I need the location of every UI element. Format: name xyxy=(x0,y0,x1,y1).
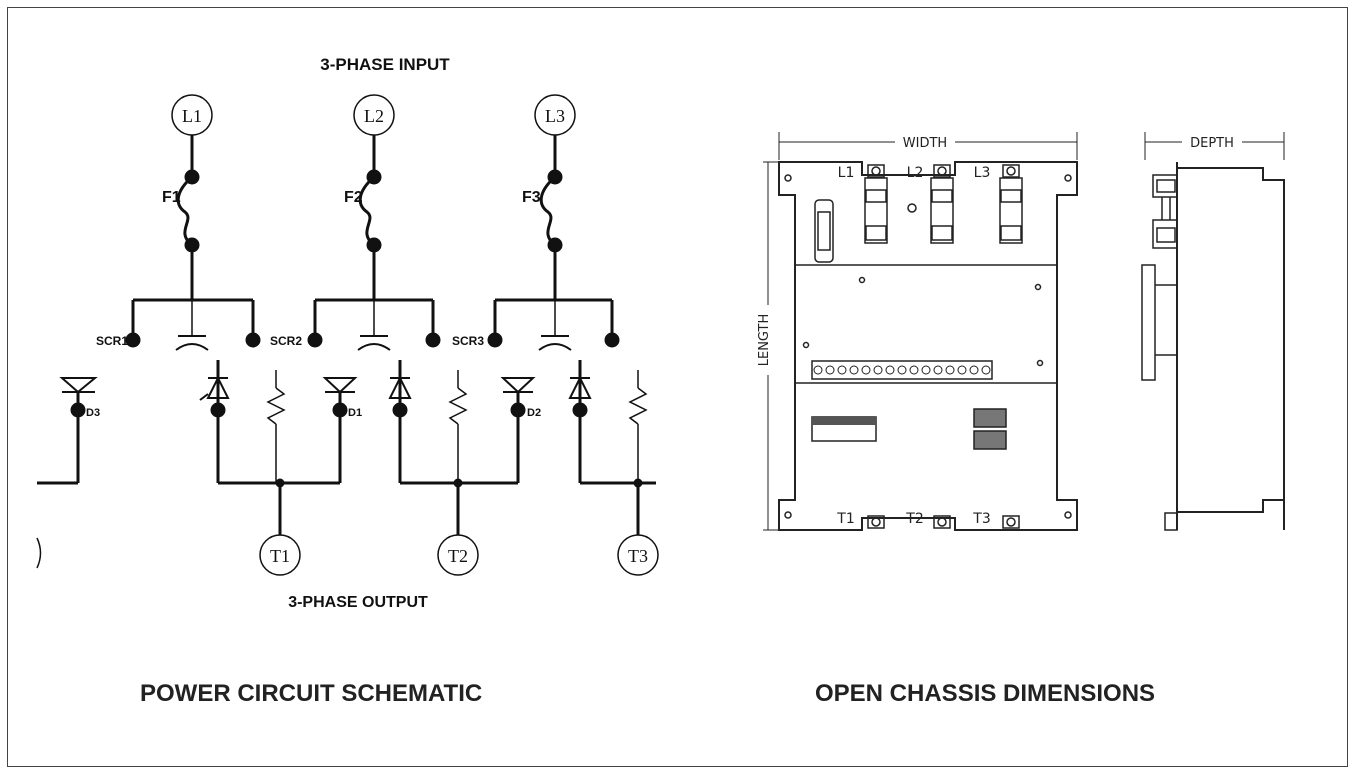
output-label-t3: T3 xyxy=(628,546,648,566)
resistor-2 xyxy=(448,387,468,425)
chassis-caption: OPEN CHASSIS DIMENSIONS xyxy=(815,680,1156,707)
phase-3-branch: L3 F3 SCR3 xyxy=(452,94,648,483)
phase-1-branch: L1 F1 SCR1 xyxy=(96,94,286,483)
scr-label-scr3: SCR3 xyxy=(452,334,484,348)
diode-label-d3: D3 xyxy=(86,407,100,419)
connector-block-1 xyxy=(973,408,1007,428)
connector-block-2 xyxy=(973,430,1007,450)
fuse-holder-2 xyxy=(930,164,954,244)
chassis-bottom-label-t3: T3 xyxy=(972,511,990,527)
output-terminal-t2 xyxy=(437,534,479,576)
width-label: WIDTH xyxy=(903,136,947,151)
figure-canvas: 3-PHASE INPUT L1 F1 SCR1 xyxy=(36,55,1285,611)
diode-d2: D2 xyxy=(500,377,541,483)
fuse-label-f2: F2 xyxy=(344,189,363,206)
output-label-t2: T2 xyxy=(448,546,468,566)
fuse-label-f3: F3 xyxy=(522,189,541,206)
chassis-top-label-l1: L1 xyxy=(838,165,855,181)
scr-label-scr2: SCR2 xyxy=(270,334,302,348)
open-chassis-front-view: WIDTH LENGTH L1 L2 L3 xyxy=(757,132,1078,531)
mount-hole xyxy=(907,203,917,213)
chassis-bottom-label-t2: T2 xyxy=(905,511,923,527)
resistor-3 xyxy=(628,387,648,425)
scr-label-scr1: SCR1 xyxy=(96,334,128,348)
chassis-top-label-l2: L2 xyxy=(907,165,924,181)
output-terminal-t1 xyxy=(259,534,301,576)
input-label-l2: L2 xyxy=(364,106,384,126)
output-label-t1: T1 xyxy=(270,546,290,566)
fuse-f1-symbol xyxy=(176,175,194,247)
input-title: 3-PHASE INPUT xyxy=(320,55,450,74)
diode-label-d1: D1 xyxy=(348,407,362,419)
phase-2-branch: L2 F2 SCR2 xyxy=(270,94,468,483)
chassis-top-label-l3: L3 xyxy=(974,165,991,181)
chassis-outline xyxy=(778,161,1078,531)
fuse-f3-symbol xyxy=(539,175,557,247)
fuse-holder-1 xyxy=(864,164,888,244)
open-chassis-side-view: DEPTH xyxy=(1141,132,1285,531)
fuse-f2-symbol xyxy=(358,175,376,247)
input-label-l1: L1 xyxy=(182,106,202,126)
diode-label-d2: D2 xyxy=(527,407,541,419)
schematic-caption: POWER CIRCUIT SCHEMATIC xyxy=(140,680,483,707)
length-label: LENGTH xyxy=(757,314,772,367)
fuse-label-f1: F1 xyxy=(162,189,181,206)
diode-d1: D1 xyxy=(322,377,362,483)
fuse-holder-3 xyxy=(999,164,1023,244)
output-title: 3-PHASE OUTPUT xyxy=(288,594,428,611)
input-label-l3: L3 xyxy=(545,106,565,126)
diode-d3: D3 xyxy=(37,377,100,485)
control-fuse xyxy=(814,199,834,263)
terminal-strip xyxy=(811,360,993,380)
resistor-1 xyxy=(266,387,286,425)
output-terminal-t3 xyxy=(617,534,659,576)
depth-label: DEPTH xyxy=(1190,136,1234,151)
side-profile xyxy=(1176,162,1285,530)
chassis-bottom-label-t1: T1 xyxy=(836,511,854,527)
power-circuit-schematic: 3-PHASE INPUT L1 F1 SCR1 xyxy=(36,55,659,611)
